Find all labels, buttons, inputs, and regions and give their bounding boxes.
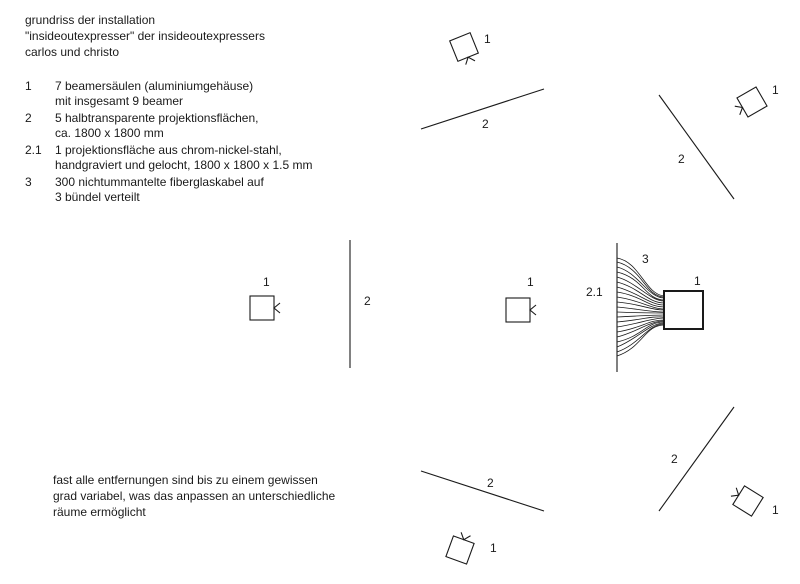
title-line-2: "insideoutexpresser" der insideoutexpres… [25,29,265,43]
beamer-icon-top [448,31,480,65]
beamer-icon-middle-left [249,295,281,321]
cable-bundle [616,257,665,357]
legend-number: 1 [25,79,32,93]
beamer-column-large [663,290,704,330]
legend-text: 7 beamersäulen (aluminiumgehäuse) [55,79,254,93]
legend-text: 3 bündel verteilt [55,190,140,204]
legend-number: 3 [25,175,32,189]
legend-text: handgraviert und gelocht, 1800 x 1800 x … [55,158,313,172]
label-screen-top-right: 2 [678,152,685,166]
beamer-icon-bottom [445,532,475,565]
legend-text: ca. 1800 x 1800 mm [55,126,164,140]
label-beamer-bottom: 1 [490,541,497,555]
legend-text: 300 nichtummantelte fiberglaskabel auf [55,175,264,189]
label-screen-bottom: 2 [487,476,494,490]
label-beamer-top: 1 [484,32,491,46]
screen-line-bottom-right [658,406,735,512]
title-line-1: grundriss der installation [25,13,156,27]
label-screen-bottom-right: 2 [671,452,678,466]
legend-number: 2 [25,111,32,125]
legend-number: 2.1 [25,143,42,157]
label-beamer-center: 1 [527,275,534,289]
label-screen-top: 2 [482,117,489,131]
label-beamer-column: 1 [694,274,701,288]
legend-text: mit insgesamt 9 beamer [55,94,184,108]
legend-text: 1 projektionsfläche aus chrom-nickel-sta… [55,143,282,157]
label-beamer-middle-left: 1 [263,275,270,289]
label-steel-screen: 2.1 [586,285,603,299]
beamer-icon-bottom-right [730,485,764,517]
screen-line-top-right [658,94,735,200]
label-beamer-top-right: 1 [772,83,779,97]
title-line-3: carlos und christo [25,45,120,59]
label-screen-middle: 2 [364,294,371,308]
beamer-icon-center [505,297,537,323]
screen-line-bottom [420,470,545,512]
label-beamer-bottom-right: 1 [772,503,779,517]
note-line-1: fast alle entfernungen sind bis zu einem… [53,473,318,487]
beamer-icon-top-right [734,86,768,118]
legend-text: 5 halbtransparente projektionsflächen, [55,111,259,125]
label-cables: 3 [642,252,649,266]
screen-line-top [420,88,545,130]
note-line-3: räume ermöglicht [53,505,146,519]
note-line-2: grad variabel, was das anpassen an unter… [53,489,336,503]
